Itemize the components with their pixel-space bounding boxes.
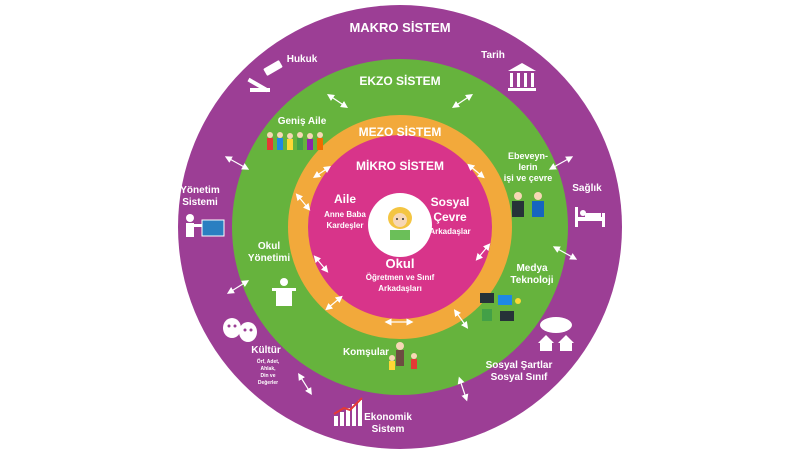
sosyal-sartlar-label-1: Sosyal Şartlar [486, 360, 553, 371]
arrow [548, 156, 574, 170]
arrow [313, 255, 329, 273]
presenter-icon [186, 214, 225, 237]
aile-sub-2: Kardeşler [327, 221, 364, 230]
extended-family-icon [267, 132, 323, 150]
gavel-icon [247, 60, 283, 93]
arrow [298, 372, 312, 396]
okul-sub-2: Arkadaşları [378, 284, 422, 293]
neighbors-icon [389, 342, 417, 370]
kultur-sub-4: Değerler [258, 380, 278, 386]
sosyal-label-2: Çevre [433, 210, 467, 224]
komsular-label: Komşular [343, 347, 389, 358]
ebeveyn-label-3: işi ve çevre [504, 173, 553, 183]
mezo-title: MEZO SİSTEM [359, 124, 442, 139]
houses-cloud-icon [538, 317, 574, 351]
theater-masks-icon [223, 318, 257, 342]
child-reading-icon [388, 207, 412, 240]
okul-sub-1: Öğretmen ve Sınıf [366, 273, 435, 282]
sosyal-sub: Arkadaşlar [429, 227, 470, 236]
tarih-label: Tarih [481, 50, 505, 61]
sosyal-label-1: Sosyal [431, 195, 470, 209]
hukuk-label: Hukuk [287, 54, 318, 65]
aile-sub-1: Anne Baba [324, 210, 366, 219]
arrow [325, 295, 343, 311]
aile-label: Aile [334, 192, 356, 206]
kultur-sub-1: Örf, Adet, [257, 358, 280, 365]
saglik-label: Sağlık [572, 183, 602, 194]
museum-icon [508, 63, 536, 91]
okul-label: Okul [386, 256, 415, 271]
arrow [327, 94, 348, 108]
ebeveyn-label-1: Ebeveyn- [508, 151, 548, 161]
yonetim-label-2: Sistemi [182, 197, 218, 208]
mikro-title: MİKRO SİSTEM [356, 158, 444, 173]
medya-label-1: Medya [516, 263, 548, 274]
okul-yonetimi-label-1: Okul [258, 241, 280, 252]
kultur-sub-2: Ahlak, [260, 366, 276, 372]
ekonomik-label-1: Ekonomik [364, 412, 412, 423]
arrow [226, 280, 250, 294]
working-parents-icon [512, 192, 544, 217]
ekonomik-label-2: Sistem [372, 424, 405, 435]
sosyal-sartlar-label-2: Sosyal Sınıf [491, 372, 548, 383]
hospital-bed-icon [575, 207, 605, 227]
yonetim-label-1: Yönetim [180, 185, 220, 196]
arrow [452, 94, 473, 108]
arrow [475, 243, 491, 261]
ekzo-title: EKZO SİSTEM [359, 73, 440, 88]
makro-title: MAKRO SİSTEM [349, 20, 450, 35]
arrow [224, 156, 250, 170]
arrow [457, 376, 469, 402]
ebeveyn-label-2: lerin [518, 162, 537, 172]
genis-aile-label: Geniş Aile [278, 116, 327, 127]
media-devices-icon [480, 293, 521, 321]
arrow [552, 246, 578, 260]
bar-chart-icon [333, 397, 363, 426]
kultur-sub-3: Din ve [260, 373, 275, 379]
arrow [467, 163, 485, 179]
medya-label-2: Teknoloji [510, 275, 553, 286]
connection-arrows [224, 94, 578, 402]
podium-icon [272, 278, 296, 306]
arrow [313, 166, 331, 178]
kultur-label: Kültür [251, 345, 281, 356]
arrow [453, 309, 469, 329]
arrow [295, 193, 311, 211]
okul-yonetimi-label-2: Yönetimi [248, 253, 290, 264]
